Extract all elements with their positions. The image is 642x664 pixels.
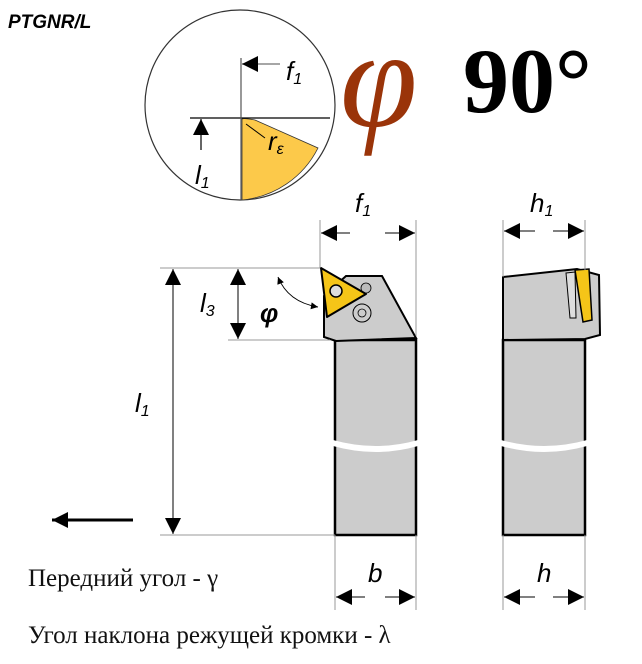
label-h: h: [537, 558, 551, 588]
svg-text:l1: l1: [195, 160, 210, 192]
angle-symbol: φ: [340, 2, 417, 157]
label-phi: φ: [260, 298, 278, 328]
model-code: PTGNR/L: [8, 12, 91, 33]
insert-corner-detail: [241, 118, 319, 201]
inclination-angle-note: Угол наклона режущей кромки - λ: [28, 622, 391, 649]
label-b: b: [368, 558, 382, 588]
detail-view-circle: f1 l1 rε: [144, 9, 336, 201]
insert: [320, 267, 367, 318]
rake-angle-note: Передний угол - γ: [28, 565, 218, 592]
dimension-lines: [160, 220, 586, 610]
tool-holder-top-view: [320, 267, 418, 537]
label-h1: h1: [530, 188, 553, 220]
svg-text:rε: rε: [268, 126, 285, 158]
svg-text:f1: f1: [286, 56, 302, 88]
label-l3: l3: [200, 288, 215, 320]
angle-value: 90°: [463, 30, 592, 132]
label-l1: l1: [135, 388, 150, 420]
label-f1: f1: [355, 188, 371, 220]
tool-holder-side-view: [501, 267, 602, 537]
